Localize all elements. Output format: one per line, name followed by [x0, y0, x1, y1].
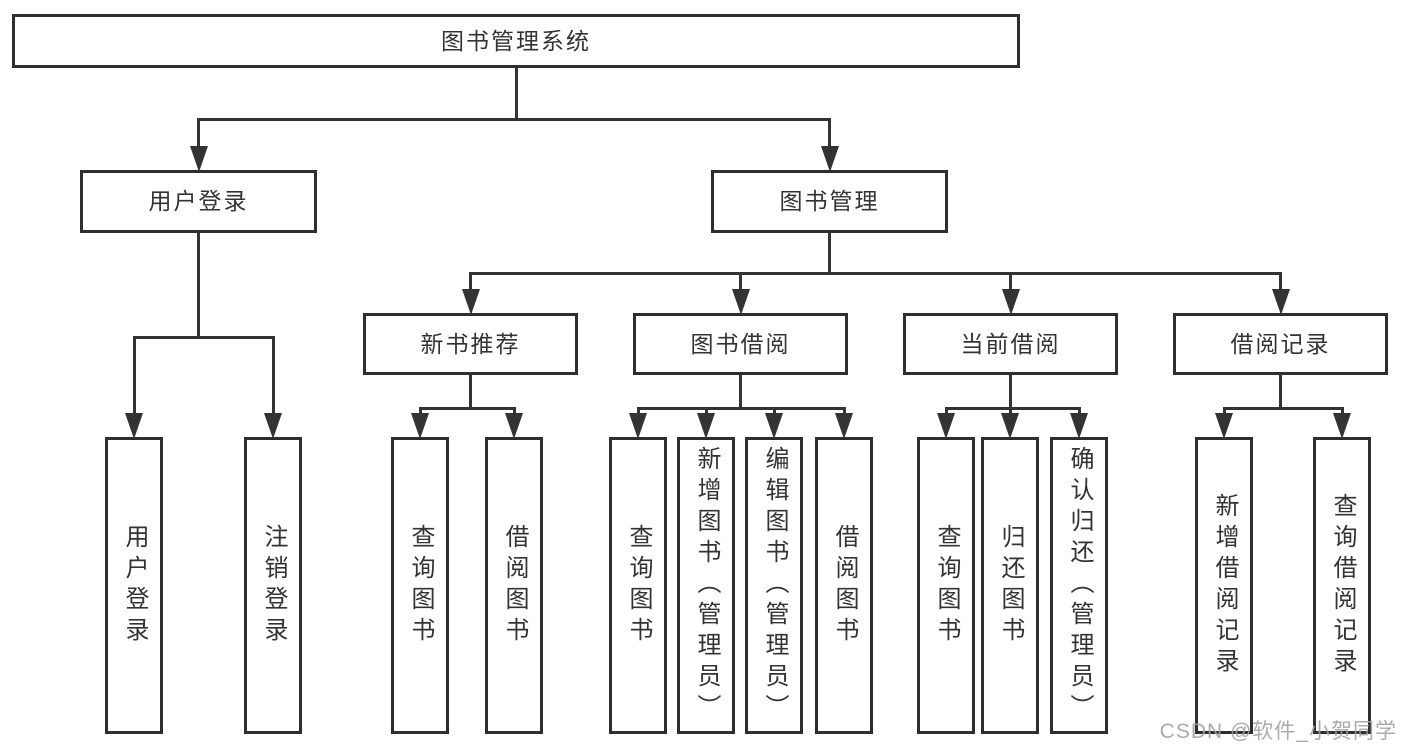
node-borrow-books-1: 借阅图书 — [485, 437, 543, 734]
node-new-book-rec: 新书推荐 — [363, 313, 578, 375]
node-label-user-login-action: 用户登录 — [121, 523, 148, 648]
watermark: CSDN @软件_小贺同学 — [1159, 720, 1397, 743]
node-label-edit-books: 编辑图书（管理员） — [761, 446, 788, 725]
node-label-user-login: 用户登录 — [148, 188, 249, 214]
node-label-logout-action: 注销登录 — [260, 523, 287, 648]
node-label-new-book-rec: 新书推荐 — [420, 330, 521, 357]
arrow-down-icon — [835, 413, 853, 439]
connector-line — [944, 407, 948, 415]
arrow-down-icon — [505, 413, 523, 439]
connector-line — [636, 407, 846, 410]
arrow-down-icon — [1333, 413, 1351, 439]
node-book-borrow: 图书借阅 — [633, 313, 848, 375]
connector-line — [1077, 407, 1081, 415]
node-current-borrow: 当前借阅 — [903, 313, 1118, 375]
node-logout-action: 注销登录 — [244, 437, 302, 734]
node-confirm-return: 确认归还（管理员） — [1050, 437, 1108, 734]
connector-line — [418, 407, 422, 415]
node-label-confirm-return: 确认归还（管理员） — [1066, 446, 1093, 725]
connector-line — [739, 374, 742, 410]
connector-line — [739, 272, 742, 291]
arrow-down-icon — [1215, 413, 1233, 439]
connector-line — [469, 272, 1282, 275]
arrow-down-icon — [697, 413, 715, 439]
connector-line — [132, 336, 275, 339]
connector-line — [514, 67, 518, 121]
node-root: 图书管理系统 — [12, 14, 1020, 68]
node-edit-books: 编辑图书（管理员） — [745, 437, 803, 734]
node-book-mgmt: 图书管理 — [711, 170, 948, 233]
node-query-books-1: 查询图书 — [391, 437, 449, 734]
node-label-book-mgmt: 图书管理 — [779, 188, 880, 214]
node-add-books: 新增图书（管理员） — [677, 437, 735, 734]
connector-line — [512, 407, 516, 415]
connector-line — [418, 407, 516, 410]
connector-line — [271, 336, 275, 415]
arrow-down-icon — [1001, 289, 1020, 315]
connector-line — [1008, 407, 1012, 415]
connector-line — [842, 407, 846, 415]
connector-line — [469, 272, 472, 291]
connector-line — [828, 118, 831, 148]
arrow-down-icon — [731, 289, 750, 315]
node-query-books-2: 查询图书 — [609, 437, 667, 734]
connector-line — [1222, 407, 1226, 415]
connector-line — [1279, 272, 1282, 291]
node-user-login: 用户登录 — [80, 170, 317, 233]
connector-line — [1222, 407, 1344, 410]
arrow-down-icon — [461, 289, 480, 315]
connector-line — [1279, 374, 1282, 410]
connector-line — [197, 232, 200, 339]
connector-line — [1340, 407, 1344, 415]
arrow-down-icon — [264, 413, 282, 439]
connector-line — [828, 232, 831, 275]
connector-line — [1009, 272, 1012, 291]
node-borrow-books-2: 借阅图书 — [815, 437, 873, 734]
arrow-down-icon — [820, 146, 839, 172]
arrow-down-icon — [629, 413, 647, 439]
connector-line — [1009, 374, 1012, 410]
node-label-query-books-3: 查询图书 — [933, 523, 960, 648]
arrow-down-icon — [765, 413, 783, 439]
node-label-borrow-books-2: 借阅图书 — [831, 523, 858, 648]
node-label-add-borrow-record: 新增借阅记录 — [1211, 492, 1238, 679]
node-label-borrow-books-1: 借阅图书 — [501, 523, 528, 648]
node-query-books-3: 查询图书 — [917, 437, 975, 734]
node-label-root: 图书管理系统 — [441, 27, 591, 54]
node-query-borrow-record: 查询借阅记录 — [1313, 437, 1371, 734]
node-add-borrow-record: 新增借阅记录 — [1195, 437, 1253, 734]
arrow-down-icon — [189, 146, 208, 172]
connector-line — [772, 407, 776, 415]
arrow-down-icon — [1070, 413, 1088, 439]
connector-line — [636, 407, 640, 415]
node-label-query-books-1: 查询图书 — [407, 523, 434, 648]
node-label-query-borrow-record: 查询借阅记录 — [1329, 492, 1356, 679]
node-label-current-borrow: 当前借阅 — [960, 330, 1061, 357]
connector-line — [944, 407, 1081, 410]
node-label-return-books: 归还图书 — [997, 523, 1024, 648]
arrow-down-icon — [1271, 289, 1290, 315]
node-return-books: 归还图书 — [981, 437, 1039, 734]
arrow-down-icon — [411, 413, 429, 439]
arrow-down-icon — [937, 413, 955, 439]
node-borrow-records: 借阅记录 — [1173, 313, 1388, 375]
node-user-login-action: 用户登录 — [105, 437, 163, 734]
connector-line — [132, 336, 136, 415]
connector-line — [704, 407, 708, 415]
connector-line — [469, 374, 472, 410]
node-label-query-books-2: 查询图书 — [625, 523, 652, 648]
connector-line — [197, 118, 831, 121]
arrow-down-icon — [125, 413, 143, 439]
node-label-add-books: 新增图书（管理员） — [693, 446, 720, 725]
arrow-down-icon — [1001, 413, 1019, 439]
node-label-borrow-records: 借阅记录 — [1230, 330, 1331, 357]
node-label-book-borrow: 图书借阅 — [690, 330, 791, 357]
connector-line — [197, 118, 200, 148]
